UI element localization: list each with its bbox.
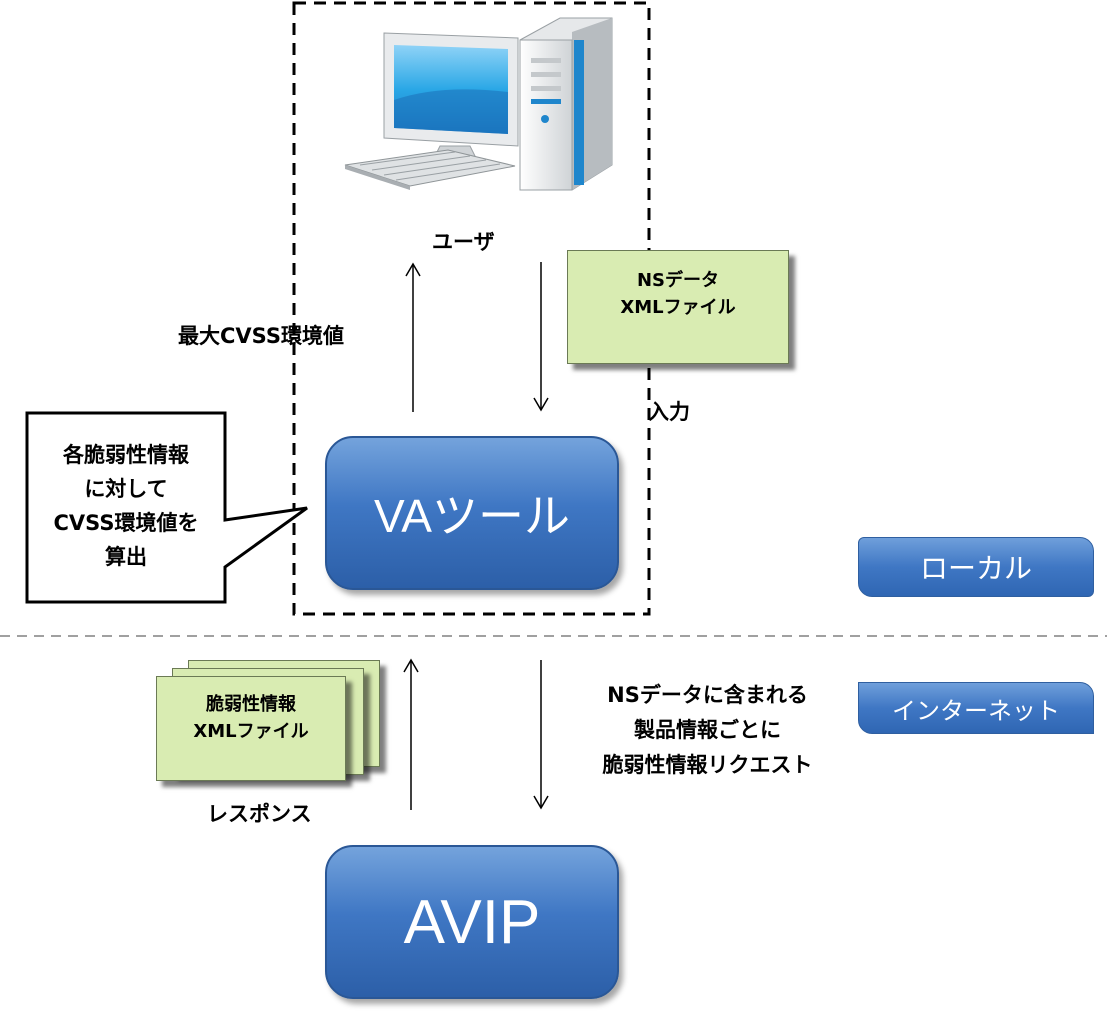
arrow-down-request (533, 660, 549, 810)
ns-data-xml-file-note: NSデータ XMLファイル (567, 250, 789, 364)
callout-text: 各脆弱性情報 に対して CVSS環境値を 算出 (27, 438, 225, 574)
local-tag-label: ローカル (919, 552, 1032, 585)
ns-file-line1: NSデータ (636, 270, 720, 291)
arrow-down-from-user (533, 262, 549, 412)
va-tool-label: VAツール (374, 490, 570, 542)
va-tool-box: VAツール (325, 436, 619, 590)
request-line2: 製品情報ごとに (634, 718, 781, 742)
callout-bubble (25, 411, 308, 604)
internet-tag-label: インターネット (892, 696, 1060, 725)
arrow-up-response (403, 658, 419, 810)
vuln-file-line2: XMLファイル (193, 721, 309, 742)
vuln-file-line1: 脆弱性情報 (206, 694, 296, 715)
avip-label: AVIP (403, 887, 541, 957)
request-line1: NSデータに含まれる (607, 683, 808, 707)
computer-icon (344, 17, 613, 191)
internet-tag: インターネット (858, 682, 1094, 734)
arrow-up-to-user (405, 262, 421, 412)
local-tag: ローカル (858, 537, 1094, 597)
callout-line4: 算出 (105, 545, 147, 569)
input-label: 入力 (648, 400, 690, 424)
ns-file-line2: XMLファイル (620, 297, 736, 318)
avip-box: AVIP (325, 845, 619, 999)
callout-line1: 各脆弱性情報 (63, 443, 189, 467)
vuln-xml-file-note: 脆弱性情報 XMLファイル (156, 676, 346, 781)
request-text: NSデータに含まれる 製品情報ごとに 脆弱性情報リクエスト (565, 678, 850, 783)
max-cvss-label: 最大CVSS環境値 (178, 324, 344, 348)
callout-line3: CVSS環境値を (53, 511, 199, 535)
request-line3: 脆弱性情報リクエスト (602, 753, 813, 777)
response-label: レスポンス (207, 802, 312, 826)
user-label: ユーザ (432, 230, 495, 254)
callout-line2: に対して (84, 477, 168, 501)
